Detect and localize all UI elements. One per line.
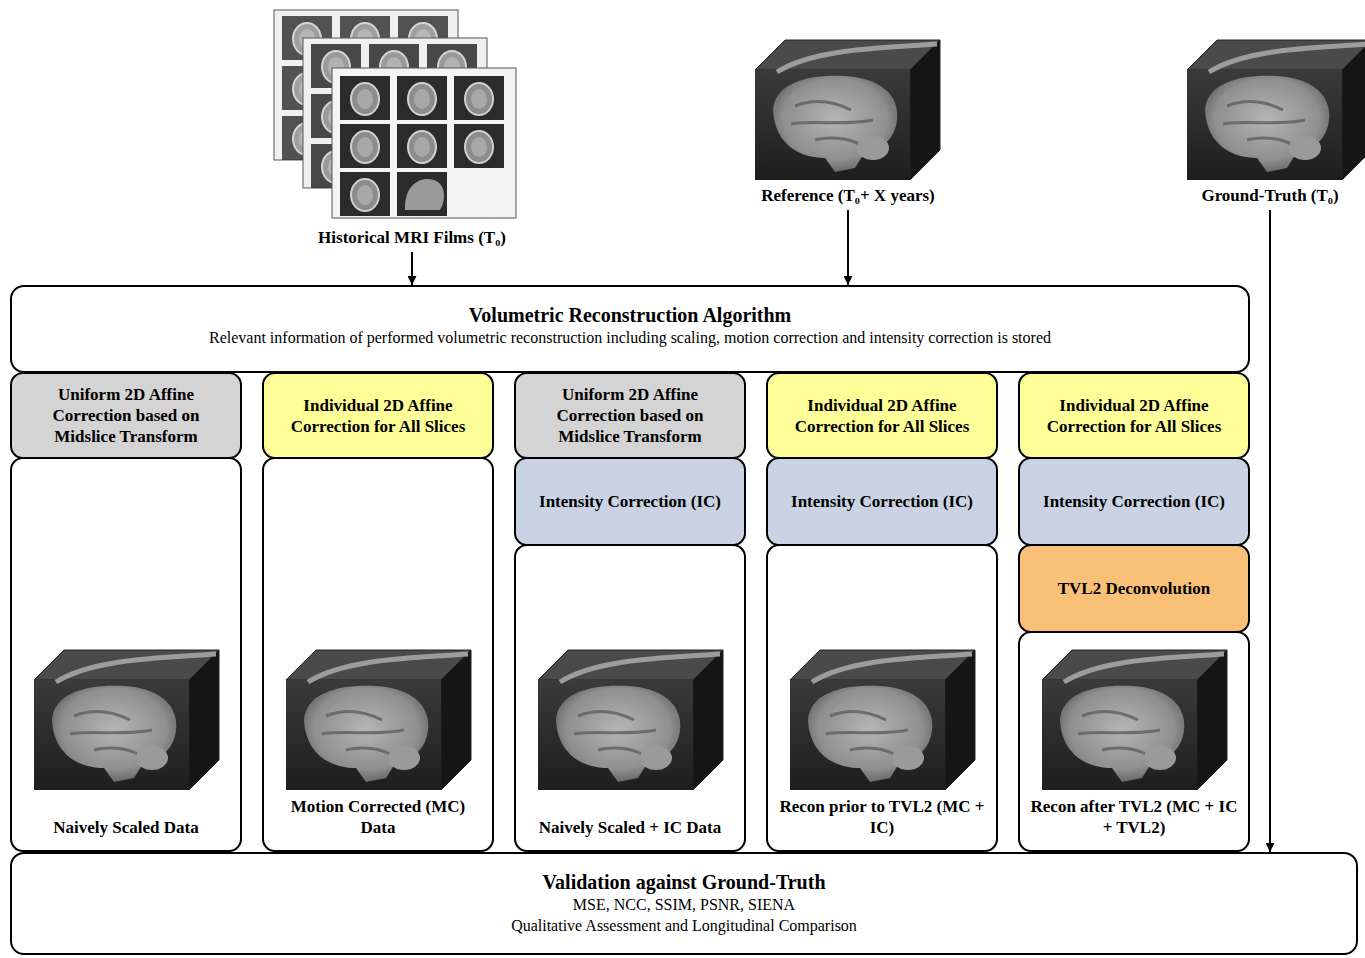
step-box: Intensity Correction (IC): [514, 457, 746, 546]
node-title: Ground-Truth (T₀): [1201, 186, 1338, 206]
node-title: Individual 2D Affine Correction for All …: [272, 395, 484, 437]
node-title: Individual 2D Affine Correction for All …: [776, 395, 988, 437]
node-title: Volumetric Reconstruction Algorithm: [469, 303, 792, 327]
result-panel: Recon after TVL2 (MC + IC + TVL2): [1018, 631, 1250, 852]
node-title: Recon prior to TVL2 (MC + IC): [776, 796, 988, 838]
node-title: TVL2 Deconvolution: [1058, 578, 1211, 599]
step-box: TVL2 Deconvolution: [1018, 544, 1250, 633]
node-title: Uniform 2D Affine Correction based on Mi…: [20, 384, 232, 447]
node-title: Intensity Correction (IC): [1043, 491, 1225, 512]
flow-arrow: [1269, 210, 1271, 852]
node-title: Recon after TVL2 (MC + IC + TVL2): [1028, 796, 1240, 838]
node-title: Intensity Correction (IC): [539, 491, 721, 512]
result-panel: Motion Corrected (MC) Data: [262, 457, 494, 852]
node-title: Motion Corrected (MC) Data: [272, 796, 484, 838]
node-title: Individual 2D Affine Correction for All …: [1028, 395, 1240, 437]
step-box: Individual 2D Affine Correction for All …: [262, 372, 494, 459]
flow-arrow: [411, 252, 413, 285]
node-title: Validation against Ground-Truth: [542, 870, 825, 894]
image-caption: Ground-Truth (T₀): [1180, 40, 1360, 210]
step-box: Intensity Correction (IC): [766, 457, 998, 546]
result-panel: Recon prior to TVL2 (MC + IC): [766, 544, 998, 852]
node-title: Historical MRI Films (T₀): [318, 228, 506, 248]
step-box: Intensity Correction (IC): [1018, 457, 1250, 546]
step-box: Uniform 2D Affine Correction based on Mi…: [10, 372, 242, 459]
node-title: Intensity Correction (IC): [791, 491, 973, 512]
node-title: Uniform 2D Affine Correction based on Mi…: [524, 384, 736, 447]
node-title: Naively Scaled Data: [53, 817, 198, 838]
node-title: Naively Scaled + IC Data: [539, 817, 722, 838]
step-box: Individual 2D Affine Correction for All …: [766, 372, 998, 459]
image-caption: Reference (T₀+ X years): [728, 40, 968, 210]
process-box: Volumetric Reconstruction AlgorithmRelev…: [10, 285, 1250, 373]
result-panel: Naively Scaled Data: [10, 457, 242, 852]
step-box: Uniform 2D Affine Correction based on Mi…: [514, 372, 746, 459]
node-body: Relevant information of performed volume…: [209, 327, 1051, 348]
image-caption: Historical MRI Films (T₀): [262, 4, 562, 252]
validation-box: Validation against Ground-TruthMSE, NCC,…: [10, 852, 1358, 955]
node-title: Reference (T₀+ X years): [761, 186, 935, 206]
step-box: Individual 2D Affine Correction for All …: [1018, 372, 1250, 459]
flow-arrow: [847, 210, 849, 285]
node-body: Qualitative Assessment and Longitudinal …: [511, 915, 857, 936]
result-panel: Naively Scaled + IC Data: [514, 544, 746, 852]
node-body: MSE, NCC, SSIM, PSNR, SIENA: [573, 894, 795, 915]
